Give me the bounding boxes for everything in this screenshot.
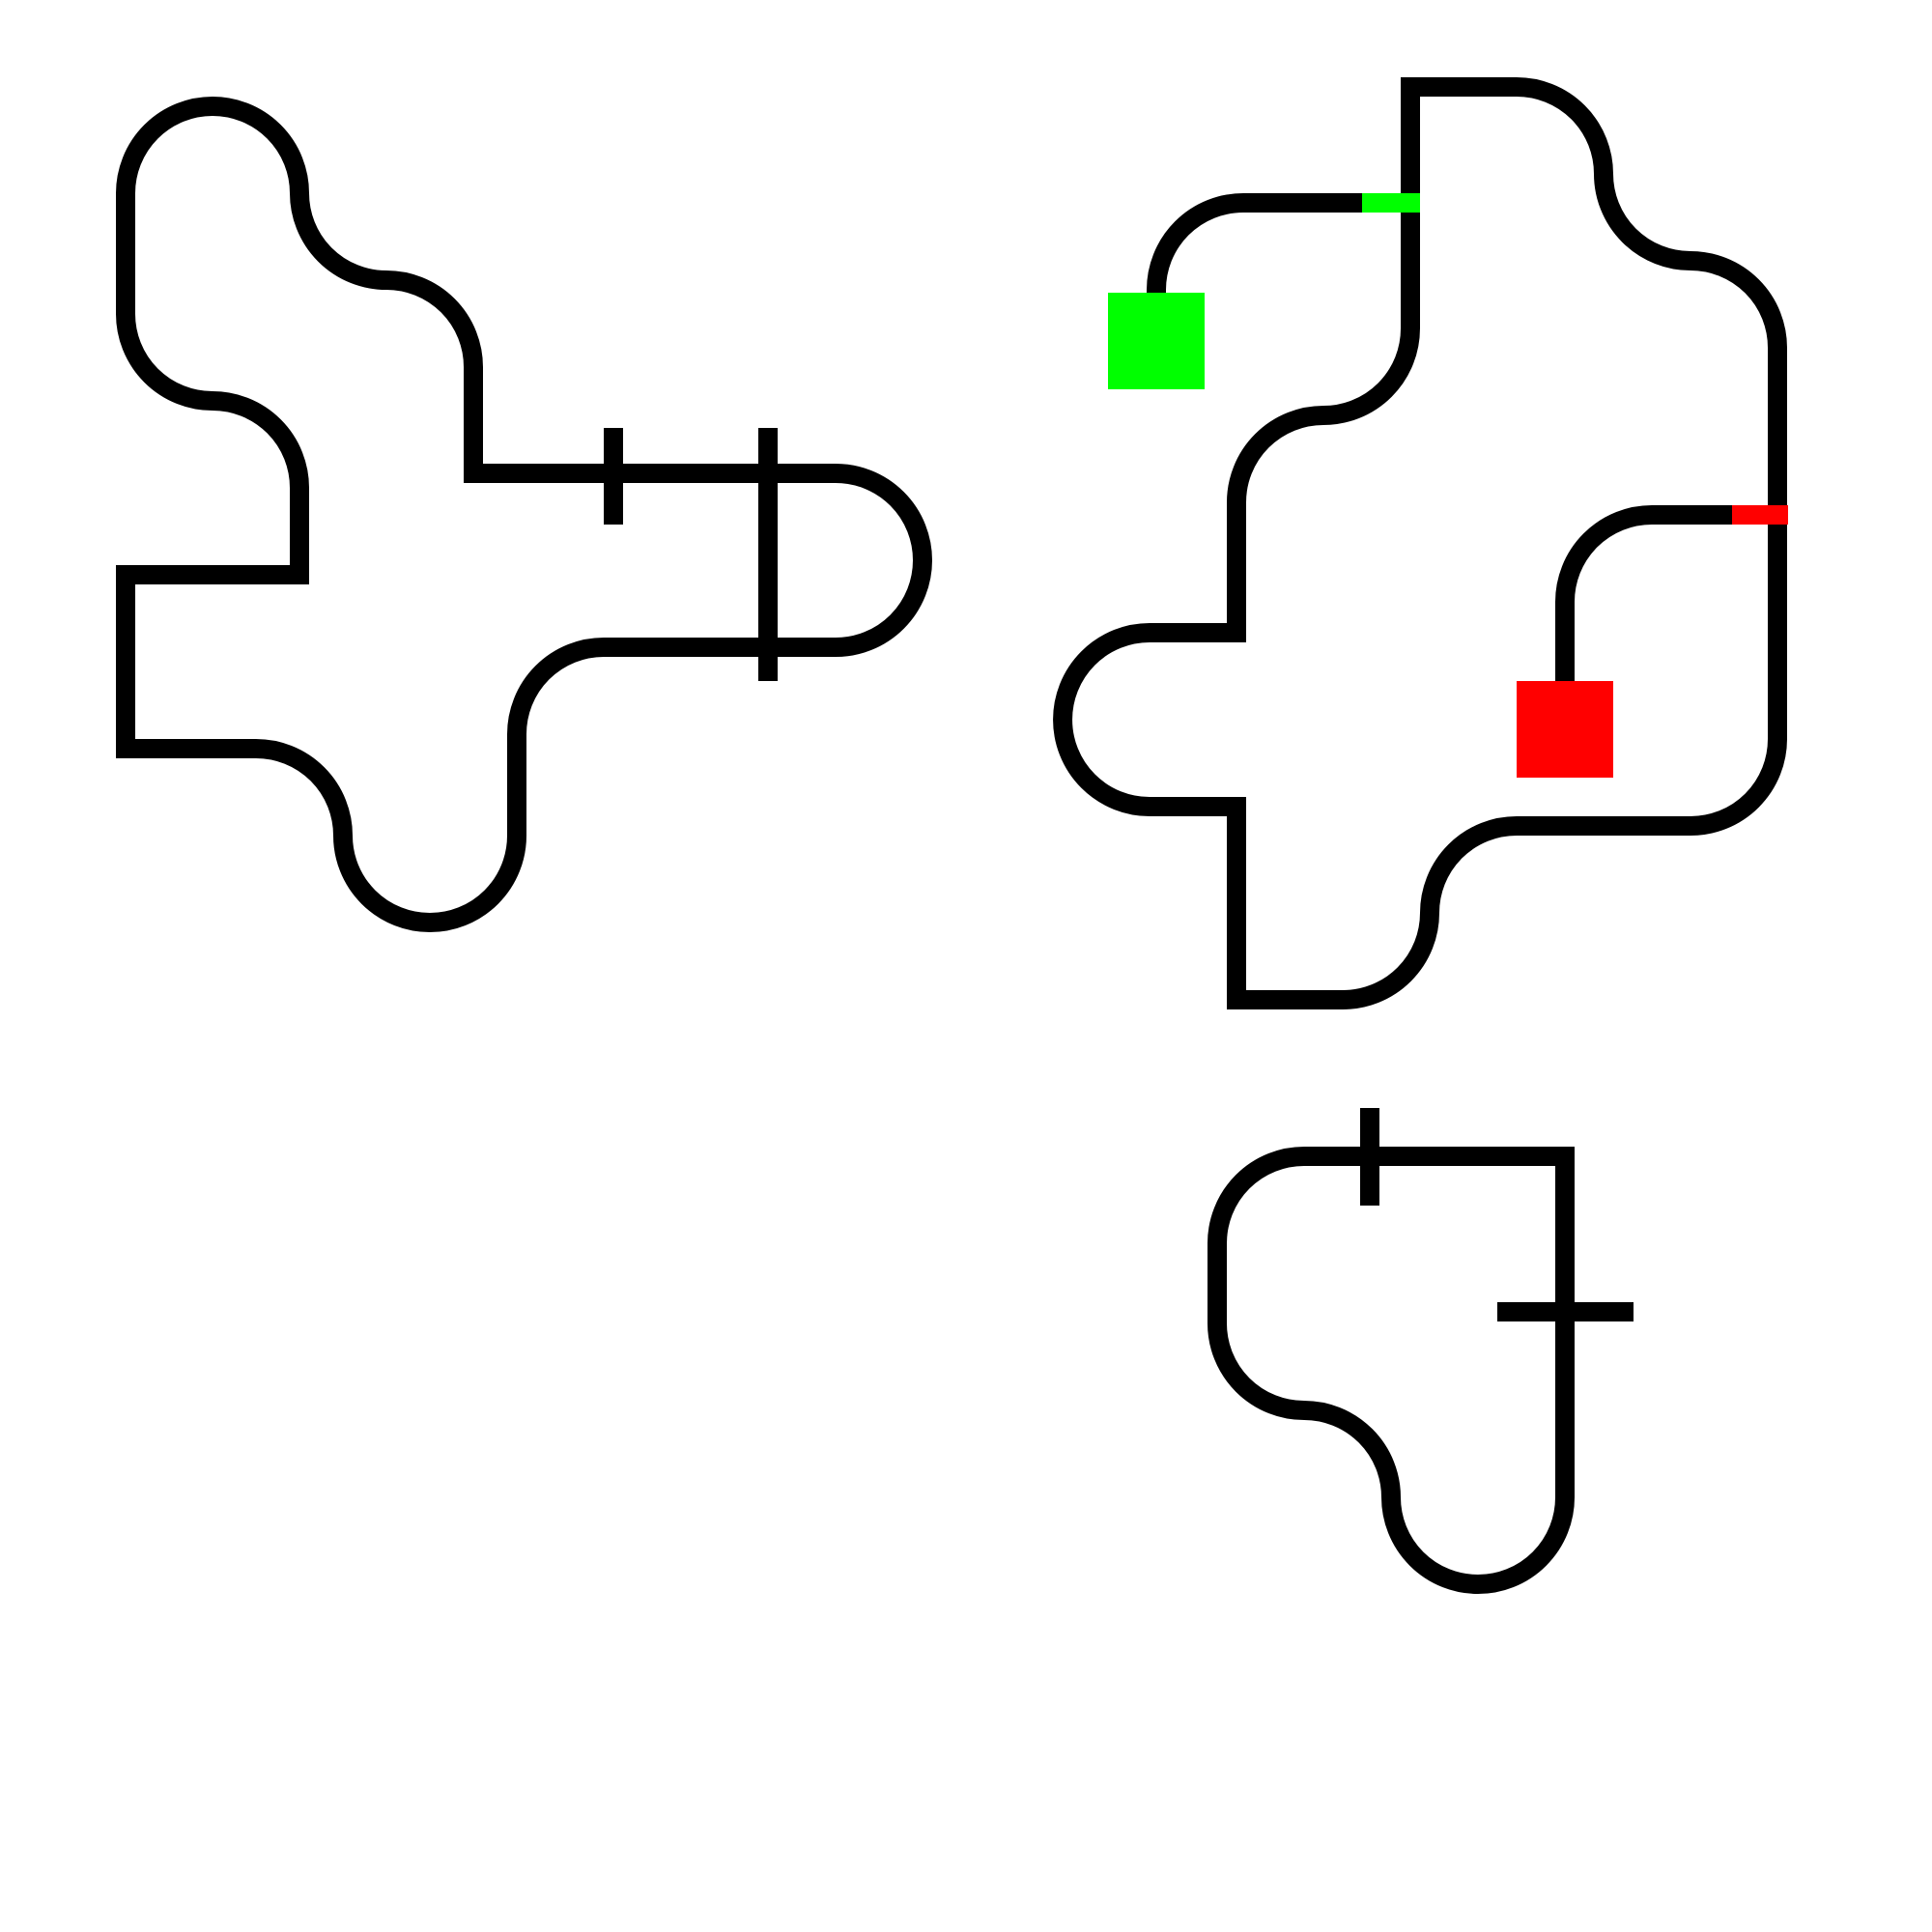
end-terminal-square[interactable] — [1517, 681, 1613, 778]
branch-start-wire — [1147, 193, 1362, 293]
start-terminal-square[interactable] — [1108, 293, 1205, 389]
loop-bottom — [1208, 1108, 1634, 1594]
branch-end-wire — [1555, 505, 1732, 681]
loop-top-right-outline — [1053, 77, 1787, 1009]
loop-bottom-outline — [1208, 1147, 1575, 1594]
loop-top-left-outline — [116, 97, 932, 932]
loop-top-left — [116, 97, 932, 932]
loop-top-right — [1053, 77, 1788, 1009]
